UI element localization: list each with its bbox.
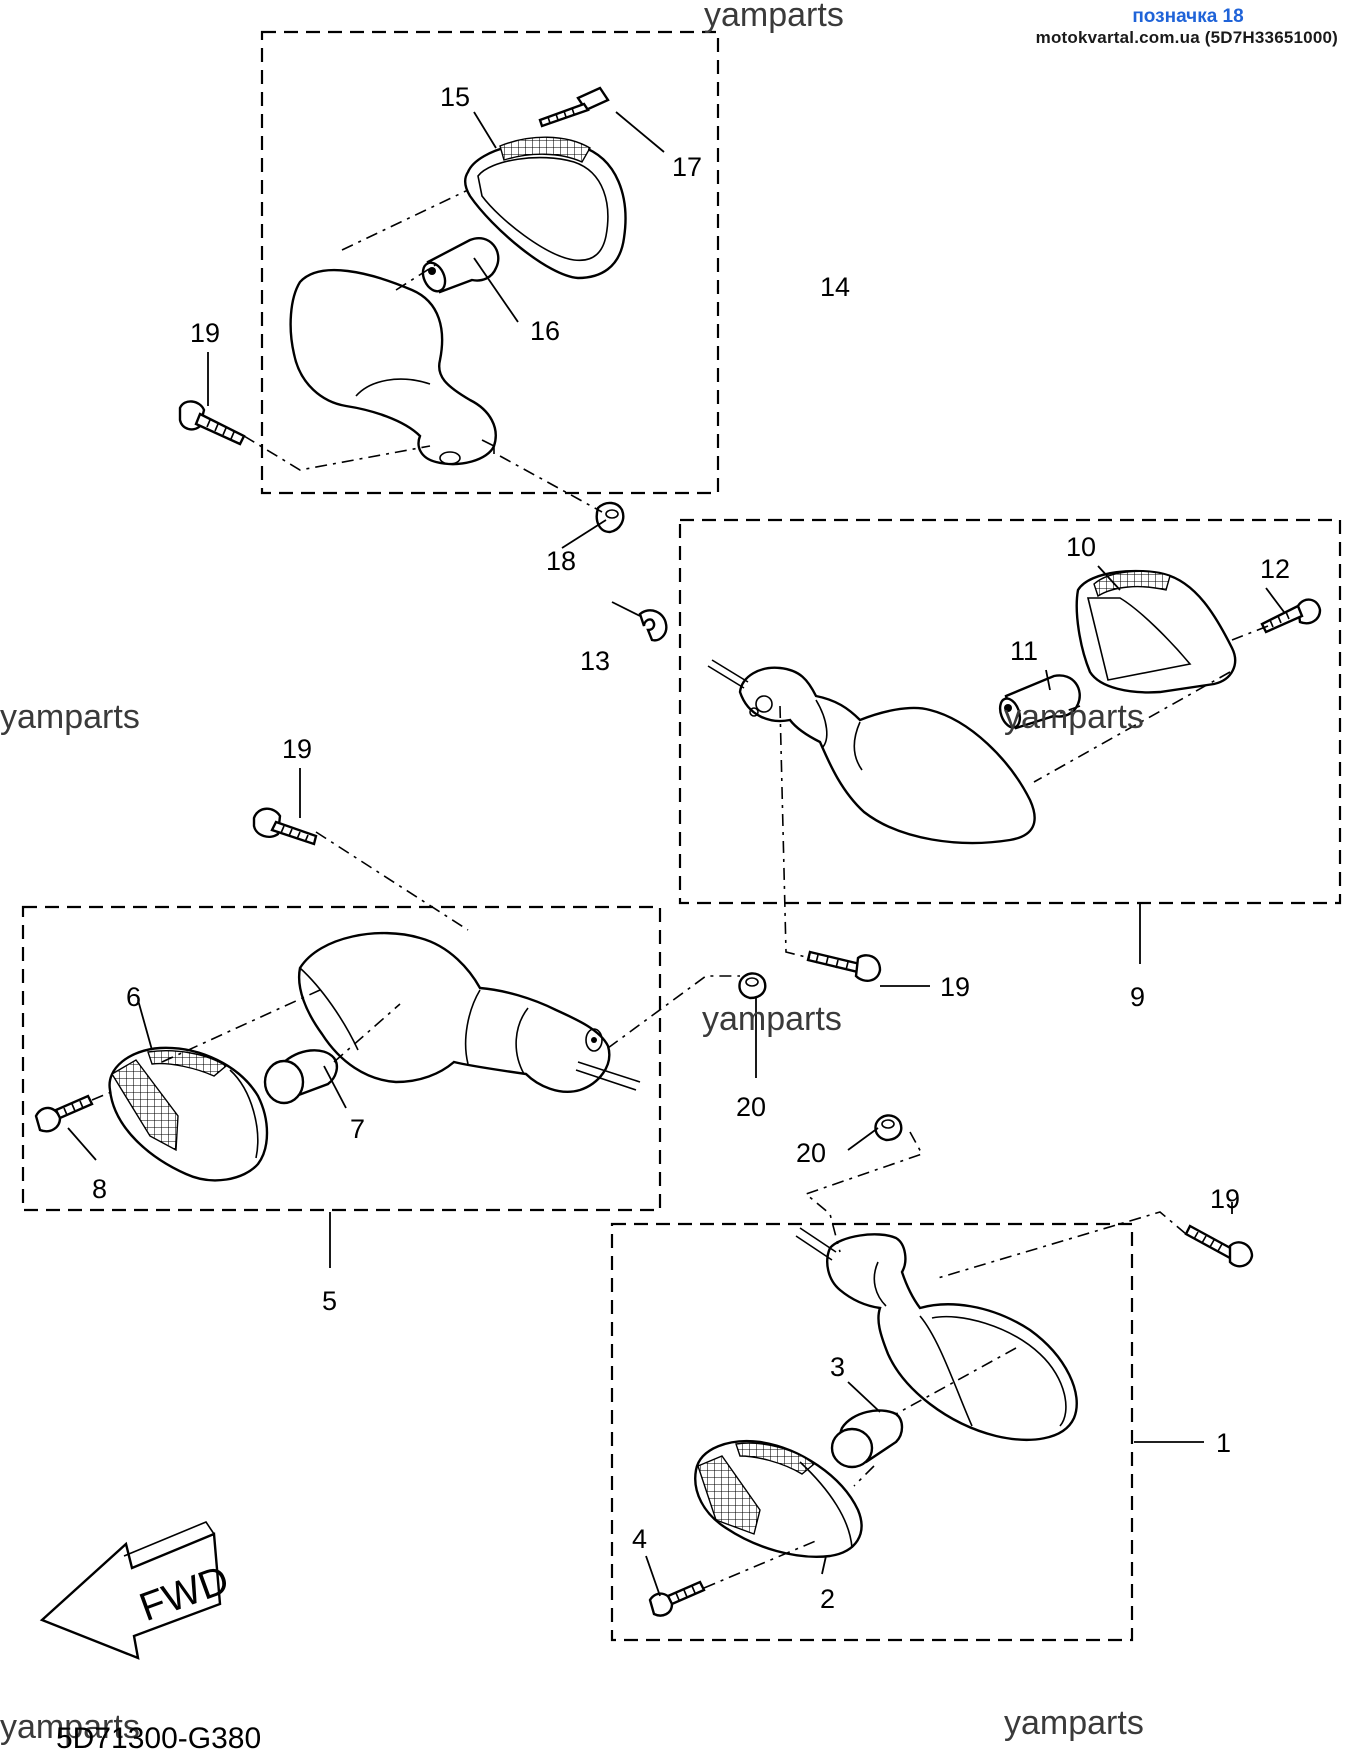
- screw-17: [538, 86, 610, 128]
- screw-12: [1260, 598, 1322, 634]
- screw-19-bottom: [1184, 1224, 1254, 1268]
- callout-20-upper: 20: [736, 1092, 766, 1122]
- watermark: yamparts: [0, 1708, 140, 1746]
- watermark: yamparts: [1004, 1704, 1144, 1742]
- callout-19-bottom: 19: [1210, 1184, 1240, 1214]
- turn-signal-assembly-5: [34, 831, 740, 1182]
- bulb-7: [263, 1049, 339, 1105]
- bulb-11: [998, 674, 1081, 730]
- forward-direction-arrow: FWD: [39, 1521, 235, 1660]
- screw-19-top: [178, 400, 246, 446]
- callout-19-top: 19: [190, 318, 220, 348]
- watermark: yamparts: [704, 0, 844, 34]
- diagram-code: 5D71300-G380: [56, 1722, 261, 1755]
- leader-lines: [67, 111, 1285, 1597]
- screw-19-mid: [252, 807, 318, 846]
- assembly-box-1: [610, 1222, 1134, 1642]
- callout-19-right: 19: [940, 972, 970, 1002]
- turn-signal-assembly-9: [707, 569, 1322, 982]
- watermark: yamparts: [1004, 698, 1144, 736]
- callout-12: 12: [1260, 554, 1290, 584]
- source-site: motokvartal.com.ua (5D7H33651000): [1035, 28, 1338, 47]
- callout-numbers: 15 17 14 16 19 18 13 10 12 11 19 19 9 6 …: [92, 82, 1290, 1614]
- callout-6: 6: [126, 982, 141, 1012]
- turn-signal-assembly-14: [178, 86, 627, 534]
- callout-15: 15: [440, 82, 470, 112]
- housing-14: [289, 268, 497, 466]
- callout-3: 3: [830, 1352, 845, 1382]
- callout-5: 5: [322, 1286, 337, 1316]
- nut-18: [595, 501, 625, 534]
- callout-8: 8: [92, 1174, 107, 1204]
- housing-5: [297, 931, 611, 1093]
- nut-20-upper: [738, 972, 767, 1000]
- callout-11: 11: [1010, 636, 1038, 666]
- screw-4: [648, 1580, 706, 1617]
- watermark: yamparts: [702, 1000, 842, 1038]
- callout-10: 10: [1066, 532, 1096, 562]
- callout-4: 4: [632, 1524, 647, 1554]
- assembly-box-14: [260, 30, 720, 495]
- turn-signal-assembly-1: [648, 1131, 1254, 1617]
- nut-20-lower: [874, 1114, 903, 1142]
- bulb-16: [421, 237, 500, 294]
- housing-1: [826, 1233, 1078, 1441]
- callout-19-mid: 19: [282, 734, 312, 764]
- watermarks: yamparts yamparts yamparts yamparts yamp…: [0, 0, 1144, 1746]
- screw-19-right: [806, 950, 882, 982]
- callout-14: 14: [820, 272, 850, 302]
- bulb-3: [830, 1409, 904, 1469]
- screw-8: [34, 1094, 94, 1133]
- callout-18: 18: [546, 546, 576, 576]
- callout-16: 16: [530, 316, 560, 346]
- callout-2: 2: [820, 1584, 835, 1614]
- callout-7: 7: [350, 1114, 365, 1144]
- callout-9: 9: [1130, 982, 1145, 1012]
- housing-9: [738, 666, 1036, 845]
- page-tag: позначка 18: [1132, 6, 1244, 27]
- callout-1: 1: [1216, 1428, 1231, 1458]
- callout-17: 17: [672, 152, 702, 182]
- clip-13: [611, 601, 668, 642]
- watermark: yamparts: [0, 698, 140, 736]
- assembly-box-5: [21, 905, 662, 1212]
- callout-20-lower: 20: [796, 1138, 826, 1168]
- callout-13: 13: [580, 646, 610, 676]
- assembly-box-9: [678, 518, 1342, 905]
